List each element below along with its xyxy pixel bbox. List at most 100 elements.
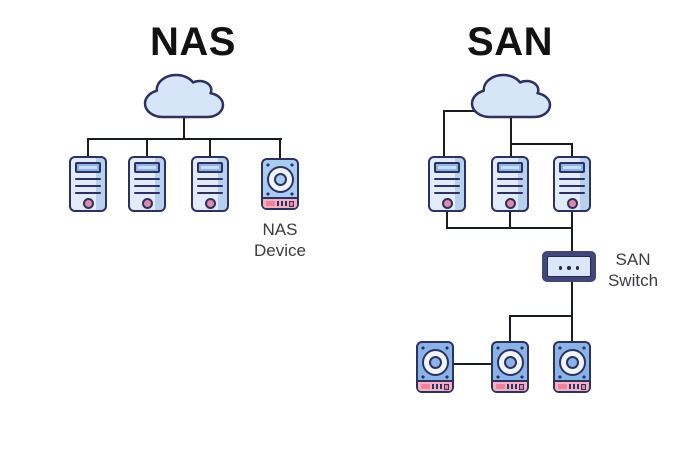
server-vent-line — [559, 191, 585, 194]
disk-vent-bar — [439, 384, 442, 389]
switch-port-dot — [558, 266, 563, 270]
disk-vent-bar — [436, 384, 438, 389]
server-icon — [491, 156, 529, 212]
server-vent-line — [497, 184, 523, 187]
connector-line — [446, 211, 448, 229]
server-icon — [191, 156, 229, 212]
nas-title: NAS — [150, 20, 236, 64]
server-icon — [128, 156, 166, 212]
server-drive-bay — [134, 162, 160, 173]
server-drive-bay — [497, 162, 523, 173]
connector-line — [452, 363, 493, 365]
connector-line — [183, 114, 185, 139]
server-drive-bay — [434, 162, 460, 173]
connector-line — [509, 315, 511, 343]
connector-line — [571, 211, 573, 229]
server-vent-line — [197, 184, 223, 187]
server-icon — [69, 156, 107, 212]
server-icon — [553, 156, 591, 212]
server-vent-line — [75, 191, 101, 194]
disk-status-band — [493, 380, 527, 391]
cloud-icon — [472, 72, 550, 120]
disk-vent-bar — [507, 384, 510, 389]
disk-led — [558, 384, 568, 389]
disk-platter-ring — [266, 165, 294, 193]
disk-hub — [428, 355, 442, 369]
server-icon — [428, 156, 466, 212]
server-vent-line — [197, 191, 223, 194]
connector-line — [510, 113, 512, 157]
server-power-led — [204, 198, 216, 209]
server-drive-bay — [197, 162, 223, 173]
server-drive-bay — [75, 162, 101, 173]
connector-line — [571, 143, 573, 157]
san-switch-icon — [542, 251, 596, 282]
disk-button — [288, 200, 294, 207]
disk-button — [443, 383, 449, 390]
disk-led — [496, 384, 506, 389]
server-vent-line — [134, 191, 160, 194]
cloud-icon — [145, 72, 223, 120]
switch-port-dot — [567, 266, 571, 270]
connector-line — [279, 138, 281, 160]
connector-line — [87, 138, 89, 157]
nas-device-icon disk-drive-icon — [261, 158, 299, 210]
nas-device-label: NAS Device — [254, 220, 306, 260]
switch-port-dot — [575, 266, 580, 270]
disk-vent-bar — [569, 384, 572, 389]
disk-hub — [565, 355, 579, 369]
disk-led — [266, 201, 276, 206]
server-vent-line — [75, 184, 101, 187]
server-power-led — [441, 198, 453, 209]
connector-line — [571, 227, 573, 252]
connector-line — [443, 110, 445, 157]
server-vent-line — [134, 184, 160, 187]
server-vent-line — [75, 177, 101, 180]
server-power-led — [82, 198, 94, 209]
disk-vent-bar — [284, 201, 287, 206]
server-power-led — [566, 198, 578, 209]
server-vent-line — [434, 191, 460, 194]
disk-status-band — [555, 380, 589, 391]
disk-platter-ring — [558, 348, 586, 376]
connector-line — [446, 227, 573, 229]
disk-vent-bar — [576, 384, 579, 389]
disk-vent-bar — [281, 201, 283, 206]
disk-drive-icon — [553, 341, 591, 393]
disk-hub — [273, 172, 287, 186]
san-switch-label: SAN Switch — [607, 250, 659, 290]
disk-vent-bar — [511, 384, 513, 389]
server-vent-line — [497, 177, 523, 180]
server-vent-line — [197, 177, 223, 180]
san-title: SAN — [467, 20, 553, 64]
server-vent-line — [434, 184, 460, 187]
disk-vent-bar — [432, 384, 435, 389]
disk-drive-icon — [491, 341, 529, 393]
server-vent-line — [134, 177, 160, 180]
connector-line — [509, 315, 573, 317]
server-vent-line — [559, 177, 585, 180]
disk-platter-ring — [496, 348, 524, 376]
server-power-led — [141, 198, 153, 209]
connector-line — [146, 138, 148, 157]
disk-platter-ring — [421, 348, 449, 376]
disk-vent-bar — [277, 201, 280, 206]
disk-vent-bar — [514, 384, 517, 389]
disk-led — [421, 384, 431, 389]
switch-panel — [547, 256, 591, 277]
server-power-led — [504, 198, 516, 209]
server-vent-line — [497, 191, 523, 194]
server-drive-bay — [559, 162, 585, 173]
connector-line — [87, 138, 282, 140]
connector-line — [510, 143, 573, 145]
disk-drive-icon — [416, 341, 454, 393]
disk-vent-bar — [573, 384, 575, 389]
connector-line — [209, 138, 211, 157]
disk-status-band — [263, 197, 297, 208]
connector-line — [509, 211, 511, 229]
server-vent-line — [559, 184, 585, 187]
connector-line — [571, 281, 573, 342]
